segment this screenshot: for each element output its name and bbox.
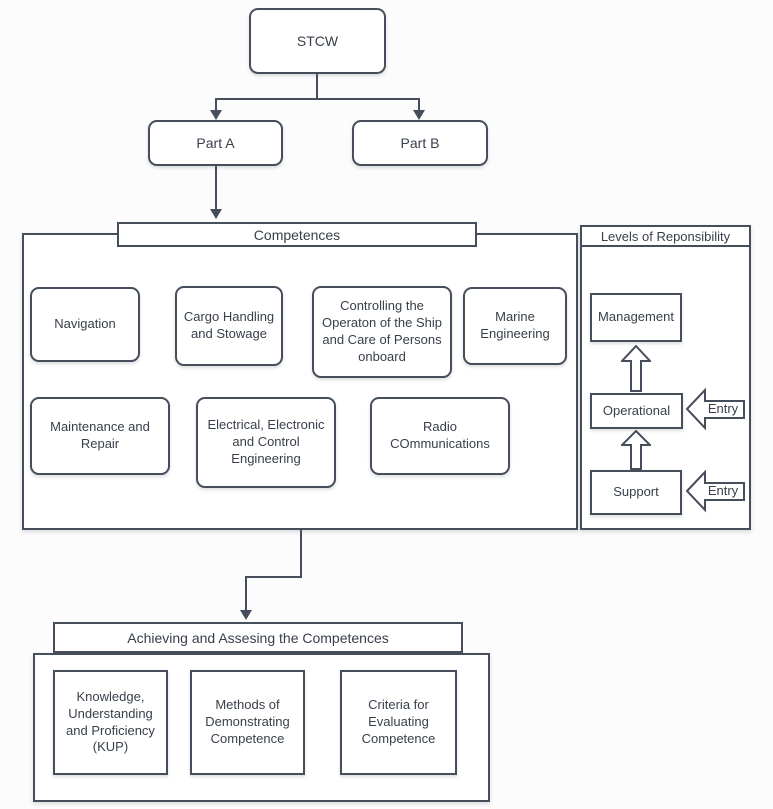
up-arrow-icon: [621, 430, 651, 470]
connector-line: [215, 166, 217, 211]
arrowhead-icon: [413, 110, 425, 120]
achieving-title: Achieving and Assesing the Competences: [53, 622, 463, 653]
level-operational: Operational: [590, 393, 683, 429]
competence-controlling-operation: Controlling the Operaton of the Ship and…: [312, 286, 452, 378]
connector-line: [215, 98, 420, 100]
box-methods-demonstrating: Methods of Demonstrating Competence: [190, 670, 305, 775]
competence-electrical-engineering: Electrical, Electronic and Control Engin…: [196, 397, 336, 488]
competence-navigation: Navigation: [30, 287, 140, 362]
connector-line: [245, 576, 247, 612]
box-kup: Knowledge, Understanding and Proficiency…: [53, 670, 168, 775]
node-part-b: Part B: [352, 120, 488, 166]
entry-label: Entry: [707, 401, 739, 416]
level-management: Management: [590, 293, 682, 342]
competence-cargo-handling: Cargo Handling and Stowage: [175, 286, 283, 366]
connector-line: [245, 576, 302, 578]
up-arrow-icon: [621, 345, 651, 392]
levels-title: Levels of Reponsibility: [580, 225, 751, 247]
box-criteria-evaluating: Criteria for Evaluating Competence: [340, 670, 457, 775]
arrowhead-icon: [210, 110, 222, 120]
competence-maintenance-repair: Maintenance and Repair: [30, 397, 170, 475]
arrowhead-icon: [210, 209, 222, 219]
level-support: Support: [590, 470, 682, 515]
competence-radio-communications: Radio COmmunications: [370, 397, 510, 475]
entry-arrow-support: Entry: [686, 470, 746, 513]
connector-line: [300, 530, 302, 578]
competences-title: Competences: [117, 222, 477, 247]
connector-line: [316, 74, 318, 100]
connector-line: [418, 98, 420, 111]
node-stcw: STCW: [249, 8, 386, 74]
arrowhead-icon: [240, 610, 252, 620]
competence-marine-engineering: Marine Engineering: [463, 287, 567, 365]
entry-label: Entry: [707, 483, 739, 498]
node-part-a: Part A: [148, 120, 283, 166]
connector-line: [215, 98, 217, 111]
entry-arrow-operational: Entry: [686, 388, 746, 431]
